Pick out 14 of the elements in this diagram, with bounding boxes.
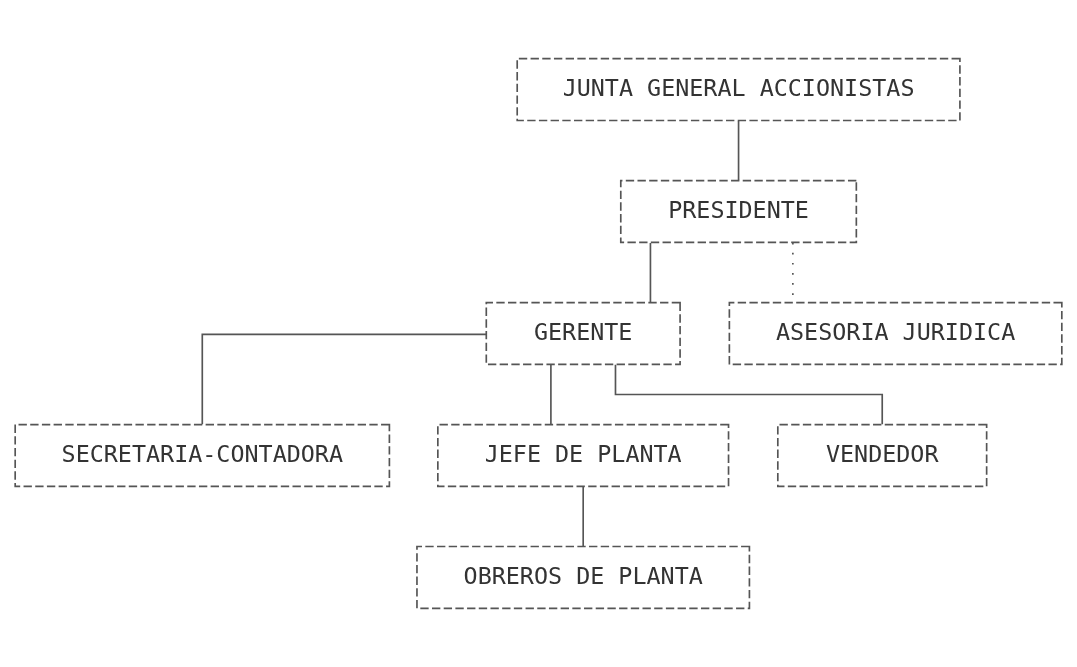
connector — [550, 364, 552, 425]
node-box: GERENTE — [485, 301, 681, 366]
connector — [614, 363, 884, 426]
node-box: JEFE DE PLANTA — [437, 423, 730, 488]
connector — [582, 486, 585, 547]
node-box: SECRETARIA-CONTADORA — [14, 423, 391, 488]
node-box: VENDEDOR — [777, 423, 988, 488]
node-box: ASESORIA JURIDICA — [728, 301, 1063, 366]
node-box: OBREROS DE PLANTA — [416, 545, 751, 610]
node-box: JUNTA GENERAL ACCIONISTAS — [516, 57, 961, 122]
node-box: PRESIDENTE — [619, 179, 858, 244]
connector — [201, 333, 487, 426]
connector — [649, 242, 652, 304]
connector — [737, 120, 740, 182]
